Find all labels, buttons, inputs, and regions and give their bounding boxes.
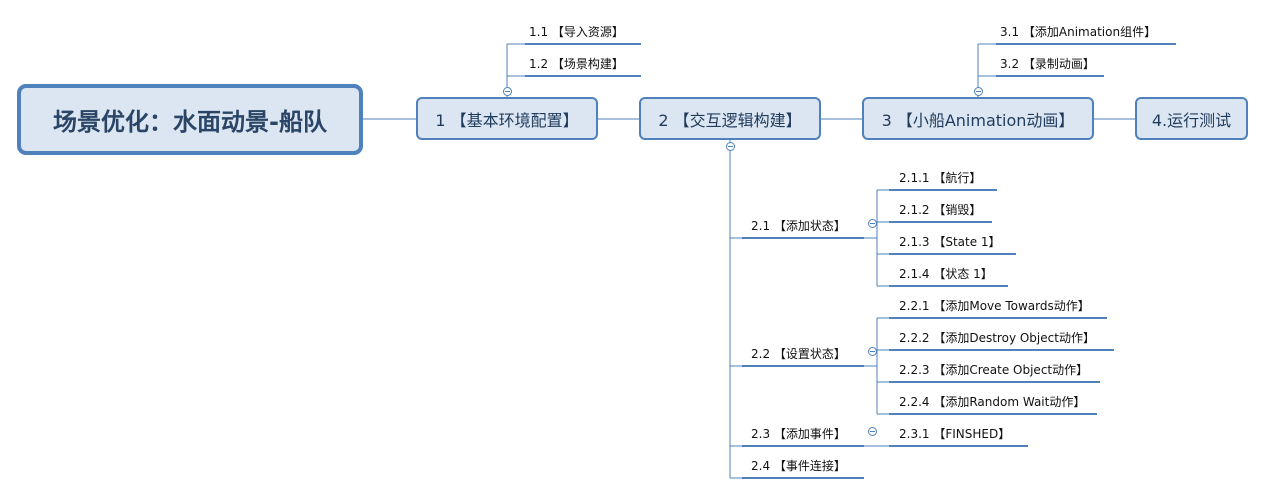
- node-2-2[interactable]: 2.2 【设置状态】: [751, 347, 846, 361]
- branch-node-1[interactable]: 1 【基本环境配置】: [416, 97, 598, 140]
- leaf-3-1[interactable]: 3.1 【添加Animation组件】: [1000, 25, 1157, 39]
- leaf-3-2[interactable]: 3.2 【录制动画】: [1000, 57, 1095, 71]
- leaf-2-1-2[interactable]: 2.1.2 【销毁】: [899, 203, 982, 217]
- leaf-2-2-2[interactable]: 2.2.2 【添加Destroy Object动作】: [899, 331, 1095, 345]
- branch-node-4[interactable]: 4.运行测试: [1135, 97, 1248, 140]
- node-2-1[interactable]: 2.1 【添加状态】: [751, 219, 846, 233]
- leaf-2-3-1[interactable]: 2.3.1 【FINSHED】: [899, 427, 1011, 441]
- leaf-2-1-4[interactable]: 2.1.4 【状态 1】: [899, 267, 993, 281]
- collapse-branch-2-icon[interactable]: [726, 142, 735, 151]
- node-2-4[interactable]: 2.4 【事件连接】: [751, 459, 846, 473]
- node-2-3[interactable]: 2.3 【添加事件】: [751, 427, 846, 441]
- leaf-1-1[interactable]: 1.1 【导入资源】: [529, 25, 624, 39]
- branch-node-3[interactable]: 3 【小船Animation动画】: [862, 97, 1094, 140]
- leaf-2-1-1[interactable]: 2.1.1 【航行】: [899, 171, 982, 185]
- leaf-2-2-1[interactable]: 2.2.1 【添加Move Towards动作】: [899, 299, 1090, 313]
- collapse-node-2-3-icon[interactable]: [868, 427, 877, 436]
- collapse-branch-3-icon[interactable]: [974, 87, 983, 96]
- leaf-2-2-4[interactable]: 2.2.4 【添加Random Wait动作】: [899, 395, 1086, 409]
- leaf-2-2-3[interactable]: 2.2.3 【添加Create Object动作】: [899, 363, 1089, 377]
- collapse-node-2-1-icon[interactable]: [868, 219, 877, 228]
- collapse-branch-1-icon[interactable]: [503, 87, 512, 96]
- leaf-1-2[interactable]: 1.2 【场景构建】: [529, 57, 624, 71]
- branch-node-2[interactable]: 2 【交互逻辑构建】: [639, 97, 821, 140]
- root-node[interactable]: 场景优化：水面动景-船队: [17, 84, 363, 155]
- collapse-node-2-2-icon[interactable]: [868, 347, 877, 356]
- leaf-2-1-3[interactable]: 2.1.3 【State 1】: [899, 235, 1001, 249]
